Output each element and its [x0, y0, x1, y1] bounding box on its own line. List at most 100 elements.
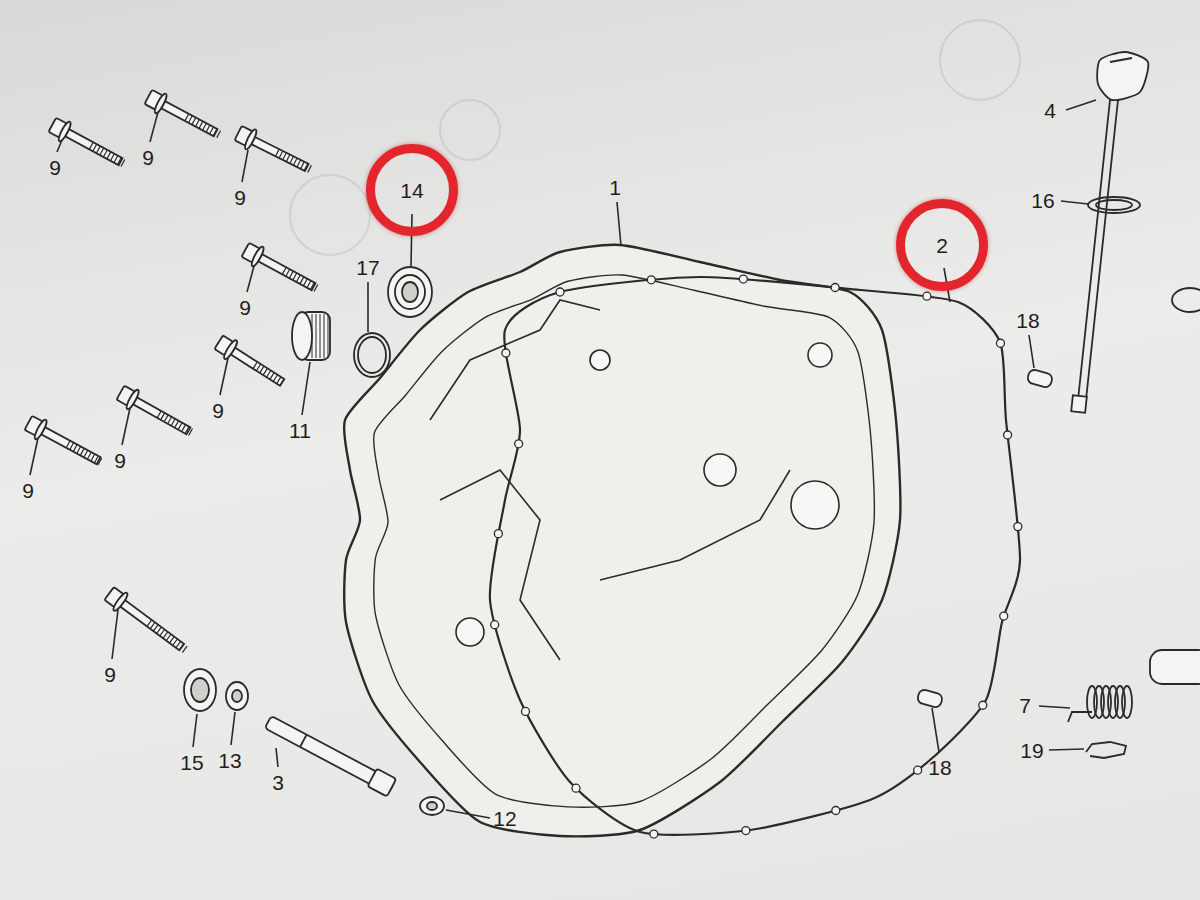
bolt-thread — [217, 131, 221, 138]
leader-lines — [30, 100, 1096, 818]
leader-line — [242, 150, 248, 182]
bolt-thread — [300, 277, 304, 284]
callout-number: 11 — [289, 420, 311, 441]
leader-line — [411, 214, 412, 266]
bolt-thread — [117, 158, 121, 165]
leader-line — [30, 438, 38, 475]
gasket-hole — [831, 284, 839, 292]
circlip — [1086, 742, 1126, 758]
leader-line — [1029, 335, 1034, 368]
shaft-spline — [367, 769, 396, 797]
oil-seal — [184, 669, 216, 711]
bolt-thread — [293, 158, 297, 165]
bolt — [233, 123, 314, 178]
callout-number: 3 — [272, 772, 284, 793]
cover-boss — [704, 454, 736, 486]
shaft-step — [300, 735, 307, 747]
bolt-thread — [307, 281, 311, 288]
callout-number: 9 — [142, 147, 154, 168]
callout-number: 16 — [1031, 190, 1054, 211]
bolt-thread — [203, 123, 207, 130]
bearing-race — [395, 275, 425, 309]
washer-hole — [232, 690, 242, 702]
bolt-thread — [94, 456, 98, 463]
highlight-circle: 2 — [896, 199, 988, 291]
bolt-shaft — [258, 254, 315, 290]
callout-number: 9 — [234, 187, 246, 208]
bolt-thread — [279, 151, 283, 158]
bolt-thread — [100, 148, 104, 155]
gasket-hole — [923, 292, 931, 300]
leader-line — [112, 610, 118, 659]
leader-line — [247, 266, 254, 292]
bolt — [23, 413, 105, 471]
bolt-thread — [283, 153, 287, 160]
bolt-thread — [169, 637, 174, 643]
shift-shaft — [263, 713, 396, 796]
leader-line — [446, 810, 490, 818]
plug-face — [292, 312, 312, 360]
oil-seal-inner — [191, 678, 209, 702]
cover-rib — [440, 470, 560, 660]
gasket-hole — [1014, 523, 1022, 531]
bolt-thread — [273, 375, 277, 382]
gasket-hole — [914, 766, 922, 774]
bolt — [103, 585, 192, 659]
spring-arm — [1068, 712, 1092, 722]
callout-number: 1 — [609, 177, 621, 198]
callout-number: 7 — [1019, 695, 1031, 716]
callout-number: 15 — [180, 752, 203, 773]
spring-coil — [1122, 686, 1132, 718]
bolt-thread — [87, 452, 91, 459]
leader-line — [57, 140, 62, 152]
leader-line — [276, 748, 278, 767]
callout-number: 9 — [22, 480, 34, 501]
bolt-thread — [188, 116, 192, 123]
callout-number: 9 — [239, 297, 251, 318]
bolt-thread — [150, 622, 155, 628]
washer — [226, 682, 248, 710]
leader-line — [367, 282, 369, 332]
bolt-thread — [185, 114, 189, 121]
bolt-thread — [178, 423, 182, 430]
callout-number: 13 — [218, 750, 241, 771]
bolt-thread — [196, 119, 200, 126]
dipstick-washer — [1088, 197, 1140, 213]
plug-thread — [328, 314, 329, 358]
bolt-thread — [161, 413, 165, 420]
bolt-thread — [266, 370, 270, 377]
bolt-thread — [73, 445, 77, 452]
bolt-thread — [166, 634, 171, 640]
bolt-thread — [84, 450, 88, 457]
dowel-pin — [917, 689, 944, 709]
bolt-thread — [308, 165, 312, 172]
gasket-hole — [996, 339, 1004, 347]
gasket-hole — [647, 276, 655, 284]
clutch-cover — [344, 245, 900, 837]
gasket-hole — [494, 530, 502, 538]
bolt — [240, 240, 321, 298]
dipstick-cap — [1097, 52, 1148, 100]
cover-flange — [374, 275, 875, 807]
bolt-thread — [93, 144, 97, 151]
callout-number: 17 — [356, 257, 379, 278]
bolt-thread — [277, 377, 281, 384]
leader-line — [193, 714, 197, 747]
callout-number: 19 — [1020, 740, 1043, 761]
callout-number: 18 — [1016, 310, 1039, 331]
bolt-thread — [286, 154, 290, 161]
bolt-thread — [89, 142, 93, 149]
bolt-thread — [282, 267, 286, 274]
gasket-hole — [739, 275, 747, 283]
cover-rib — [600, 470, 790, 580]
bolt-thread — [70, 443, 74, 450]
bolt-thread — [304, 163, 308, 170]
bolt-thread — [293, 273, 297, 280]
gasket-hole — [1004, 431, 1012, 439]
bolt-thread — [91, 454, 95, 461]
bolt-thread — [114, 156, 118, 163]
leader-line — [1049, 749, 1084, 750]
bolt-shaft — [231, 348, 284, 386]
bolt-thread — [182, 425, 186, 432]
gasket-hole — [521, 707, 529, 715]
